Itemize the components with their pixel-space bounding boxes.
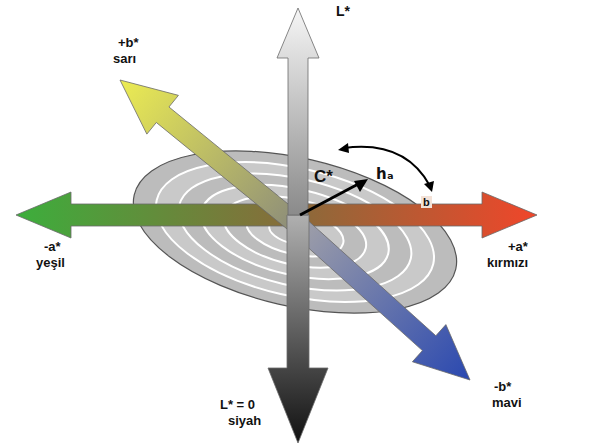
lightness-down-arrow (268, 215, 328, 443)
axis-label: L* (336, 4, 350, 19)
chroma-vector (300, 182, 362, 215)
hue-angle-label: hₐ (376, 166, 394, 183)
axis-label: kırmızı (487, 256, 528, 270)
axis-label: yeşil (36, 256, 65, 270)
axis-label: +b* (118, 36, 139, 50)
red-axis-arrow (298, 192, 537, 238)
axis-label: mavi (492, 396, 522, 410)
axis-label: -a* (44, 240, 61, 254)
blue-axis-arrow (291, 218, 470, 380)
axis-label: +a* (508, 240, 528, 254)
axis-label: -b* (494, 380, 511, 394)
hue-arc (344, 147, 430, 186)
axis-label: b (421, 196, 432, 208)
hue-arrowhead (338, 143, 349, 153)
chroma-arrowhead (354, 179, 368, 192)
yellow-axis-arrow (120, 80, 304, 233)
axis-label: L* = 0 (220, 398, 255, 412)
hue-arrowhead (424, 181, 434, 192)
axis-label: C* (314, 168, 333, 187)
axis-label: siyah (228, 414, 261, 428)
lightness-up-arrow (277, 8, 319, 215)
axis-label: sarı (113, 52, 136, 66)
